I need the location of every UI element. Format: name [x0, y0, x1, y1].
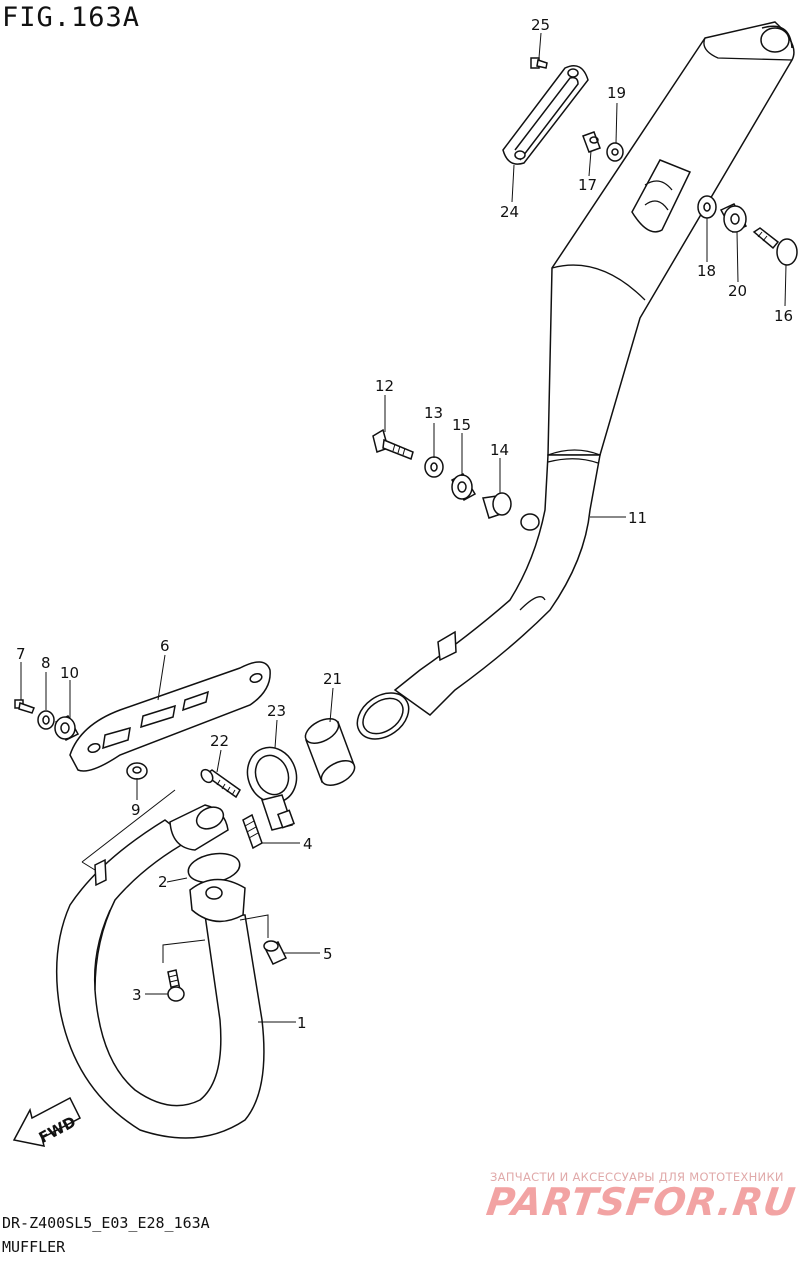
callout-22: 22: [210, 732, 229, 750]
collar-15[interactable]: [450, 472, 477, 502]
callout-15: 15: [452, 416, 471, 434]
bolt-25[interactable]: [530, 57, 548, 69]
bracket-24[interactable]: [502, 65, 589, 165]
callout-2: 2: [158, 873, 168, 891]
cushion-9[interactable]: [126, 762, 148, 780]
bolt-3[interactable]: [167, 969, 185, 1002]
gasket-21[interactable]: [301, 714, 358, 791]
bushing-10[interactable]: [54, 715, 80, 741]
leader-lines: [20, 32, 787, 1023]
callout-20: 20: [728, 282, 747, 300]
callout-25: 25: [531, 16, 550, 34]
exhaust-bracket-6[interactable]: [69, 661, 271, 772]
washer-8[interactable]: [37, 710, 55, 730]
callout-13: 13: [424, 404, 443, 422]
callout-19: 19: [607, 84, 626, 102]
callout-16: 16: [774, 307, 793, 325]
connecting-pipe[interactable]: [349, 454, 601, 748]
callout-24: 24: [500, 203, 519, 221]
exhaust-pipe[interactable]: [55, 803, 265, 1139]
callout-6: 6: [160, 637, 170, 655]
callout-9: 9: [131, 801, 141, 819]
callout-18: 18: [697, 262, 716, 280]
bolt-7[interactable]: [14, 699, 35, 714]
callout-7: 7: [16, 645, 26, 663]
callout-21: 21: [323, 670, 342, 688]
callout-3: 3: [132, 986, 142, 1004]
exhaust-flange-2[interactable]: [186, 850, 246, 923]
washer-18[interactable]: [697, 195, 717, 219]
collar-20[interactable]: [719, 203, 748, 233]
callout-4: 4: [303, 835, 313, 853]
section-name: MUFFLER: [2, 1238, 66, 1256]
bolt-12[interactable]: [372, 428, 414, 460]
watermark-tagline: ЗАПЧАСТИ И АКСЕССУАРЫ ДЛЯ МОТОТЕХНИКИ: [490, 1170, 784, 1184]
fwd-direction-arrow: FWD: [12, 1096, 81, 1147]
figure-title: FIG.163A: [2, 2, 141, 33]
callout-labels: 1 2 3 4 5 6 7 8 9 10 11 12 13 14 15 16 1…: [16, 16, 793, 1032]
callout-5: 5: [323, 945, 333, 963]
callout-10: 10: [60, 664, 79, 682]
callout-23: 23: [267, 702, 286, 720]
callout-1: 1: [297, 1014, 307, 1032]
callout-11: 11: [628, 509, 647, 527]
watermark-logo: PARTSFOR.RU: [483, 1180, 799, 1224]
callout-14: 14: [490, 441, 509, 459]
callout-12: 12: [375, 377, 394, 395]
clamp-23[interactable]: [240, 740, 304, 831]
stud-bolt-4[interactable]: [242, 813, 263, 850]
callout-8: 8: [41, 654, 51, 672]
muffler-mount-bracket[interactable]: [631, 159, 692, 233]
washer-19[interactable]: [606, 142, 624, 162]
nut-17[interactable]: [582, 131, 601, 153]
bolt-14[interactable]: [482, 492, 512, 519]
washer-13[interactable]: [424, 456, 444, 478]
bolt-16[interactable]: [752, 227, 798, 266]
callout-17: 17: [578, 176, 597, 194]
muffler-body[interactable]: [547, 21, 795, 456]
nut-5[interactable]: [263, 940, 288, 965]
bolt-22[interactable]: [199, 767, 241, 799]
model-code: DR-Z400SL5_E03_E28_163A: [2, 1214, 210, 1232]
